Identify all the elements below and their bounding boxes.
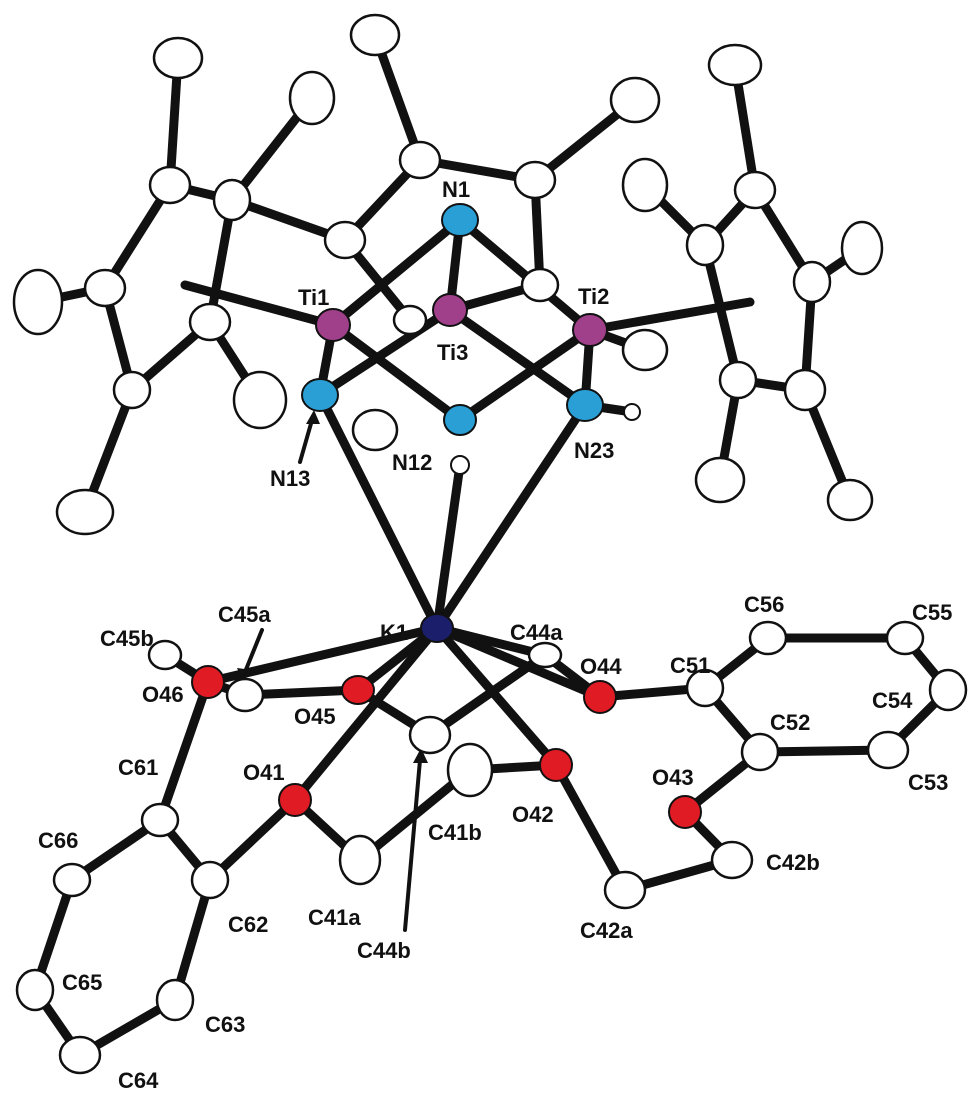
label-Ti1: Ti1 <box>298 285 329 310</box>
label-O44: O44 <box>580 654 622 679</box>
label-C66: C66 <box>38 828 78 853</box>
label-N23: N23 <box>574 438 614 463</box>
hydrogen-atoms <box>450 403 641 475</box>
label-K1: K1 <box>380 620 408 645</box>
label-C42a: C42a <box>580 918 633 943</box>
label-C45a: C45a <box>218 602 271 627</box>
label-O45: O45 <box>294 704 336 729</box>
label-Ti2: Ti2 <box>578 284 609 309</box>
label-C54: C54 <box>872 688 913 713</box>
label-C41a: C41a <box>308 905 361 930</box>
label-O46: O46 <box>142 682 184 707</box>
label-C44b: C44b <box>357 938 411 963</box>
label-C41b: C41b <box>428 820 482 845</box>
label-C51: C51 <box>670 653 710 678</box>
label-C45b: C45b <box>100 626 154 651</box>
nitrogen-atoms <box>301 203 604 436</box>
label-C55: C55 <box>912 600 952 625</box>
label-C52: C52 <box>770 710 810 735</box>
label-C56: C56 <box>744 592 784 617</box>
atom-labels: N1 Ti1 Ti2 Ti3 N13 N12 N23 K1 C45a C45b … <box>38 177 952 1093</box>
label-C42b: C42b <box>766 850 820 875</box>
label-C62: C62 <box>228 912 268 937</box>
label-N12: N12 <box>392 450 432 475</box>
bond-lines <box>30 30 953 1060</box>
label-C61: C61 <box>118 755 158 780</box>
label-O42: O42 <box>512 802 554 827</box>
label-O41: O41 <box>243 760 285 785</box>
label-C65: C65 <box>62 970 102 995</box>
label-arrows <box>237 410 428 932</box>
label-N13: N13 <box>270 466 310 491</box>
label-Ti3: Ti3 <box>437 340 468 365</box>
label-O43: O43 <box>652 765 694 790</box>
label-C64: C64 <box>118 1068 159 1093</box>
potassium-atom <box>420 613 454 643</box>
label-N1: N1 <box>442 177 470 202</box>
label-C44a: C44a <box>510 620 563 645</box>
label-C63: C63 <box>205 1012 245 1037</box>
titanium-atoms <box>315 293 608 347</box>
carbon-atoms <box>12 13 968 1075</box>
oxygen-atoms <box>191 665 702 829</box>
label-C53: C53 <box>908 770 948 795</box>
